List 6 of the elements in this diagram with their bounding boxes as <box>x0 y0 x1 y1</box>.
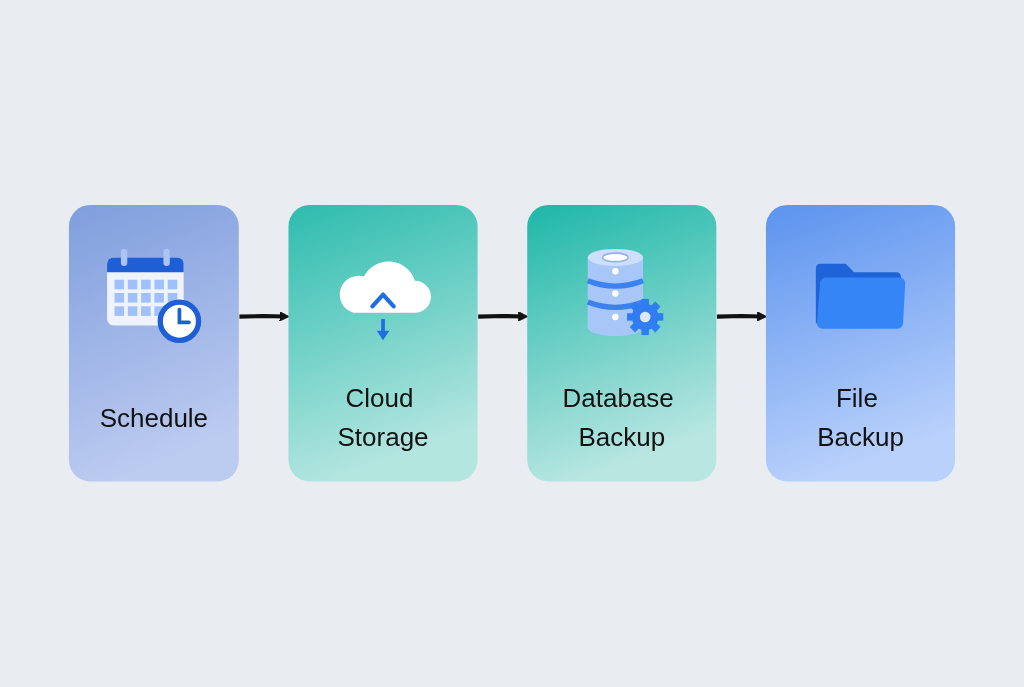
node-box: Database Backup <box>527 205 717 482</box>
node-box: Schedule <box>68 205 239 482</box>
arrow <box>478 311 529 322</box>
arrow <box>239 311 290 322</box>
node-box: File Backup <box>765 205 956 482</box>
node-box: Cloud Storage <box>288 205 478 482</box>
